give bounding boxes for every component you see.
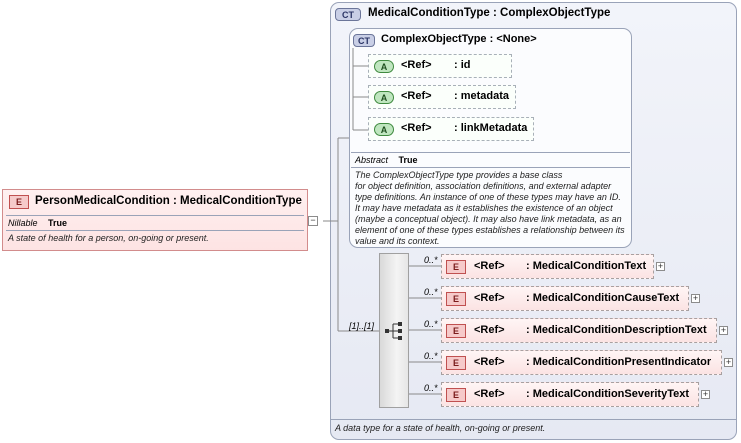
element-medical-condition-present-indicator[interactable]: E <Ref> : MedicalConditionPresentIndicat… [441,350,722,375]
element-name: : MedicalConditionSeverityText [526,388,689,400]
collapse-icon[interactable]: − [308,216,318,226]
element-ref: <Ref> [474,324,505,336]
element-occurrence: 0..* [424,351,438,361]
attribute-badge: A [374,60,394,73]
element-ref: <Ref> [474,260,505,272]
sequence-occurrence: [1]..[1] [349,321,375,331]
attribute-metadata[interactable]: A <Ref> : metadata [368,85,516,109]
expand-icon[interactable]: + [691,293,700,303]
element-badge: E [9,195,29,209]
root-divider [6,215,304,216]
element-badge: E [446,356,466,370]
root-element[interactable]: E PersonMedicalCondition : MedicalCondit… [2,189,308,251]
attribute-id[interactable]: A <Ref> : id [368,54,512,78]
base-type-divider [351,152,630,153]
element-name: : MedicalConditionDescriptionText [526,324,707,336]
element-occurrence: 0..* [424,255,438,265]
nillable-label: Nillable [8,218,38,228]
complex-type-divider [331,419,736,420]
element-badge: E [446,260,466,274]
nillable-property: Nillable True [8,218,67,228]
attribute-badge: A [374,123,394,136]
base-type-name: ComplexObjectType [381,33,487,45]
description-line: The ComplexObjectType type provides a ba… [355,170,563,180]
expand-icon[interactable]: + [719,325,728,335]
complex-type-title: MedicalConditionType : ComplexObjectType [368,7,610,19]
element-name: : MedicalConditionCauseText [526,292,680,304]
element-medical-condition-severity-text[interactable]: E <Ref> : MedicalConditionSeverityText [441,382,699,407]
nillable-value: True [48,218,68,228]
abstract-value: True [398,155,418,165]
root-element-title: PersonMedicalCondition : MedicalConditio… [35,195,302,207]
base-type-title: ComplexObjectType : <None> [381,33,537,45]
description-line: element of one of these types establishe… [355,225,625,235]
root-element-name: PersonMedicalCondition [35,195,170,207]
sequence-compositor[interactable] [379,253,409,408]
description-line: type definitions. An instance of one of … [355,192,621,202]
element-occurrence: 0..* [424,319,438,329]
element-medical-condition-text[interactable]: E <Ref> : MedicalConditionText [441,254,654,279]
base-type-description: The ComplexObjectType type provides a ba… [355,170,630,247]
attribute-ref: <Ref> [401,122,432,134]
base-type-divider [351,167,630,168]
complex-type-badge: CT [335,8,361,21]
element-ref: <Ref> [474,388,505,400]
attribute-name: : metadata [454,90,510,102]
complex-type-base: : ComplexObjectType [493,7,611,19]
attribute-ref: <Ref> [401,90,432,102]
attribute-name: : linkMetadata [454,122,528,134]
description-line: value and its context. [355,236,440,246]
element-name: : MedicalConditionPresentIndicator [526,356,712,368]
description-line: It may have metadata as it establishes t… [355,203,613,213]
complex-type-name: MedicalConditionType [368,7,490,19]
expand-icon[interactable]: + [701,389,710,399]
root-element-type: : MedicalConditionType [173,195,302,207]
attribute-badge: A [374,91,394,104]
complex-type-description: A data type for a state of health, on-go… [335,423,546,433]
element-occurrence: 0..* [424,287,438,297]
base-type-badge: CT [353,34,375,47]
attribute-name: : id [454,59,471,71]
element-badge: E [446,324,466,338]
element-medical-condition-description-text[interactable]: E <Ref> : MedicalConditionDescriptionTex… [441,318,717,343]
element-ref: <Ref> [474,292,505,304]
expand-icon[interactable]: + [656,261,665,271]
root-element-description: A state of health for a person, on-going… [8,233,209,243]
element-badge: E [446,388,466,402]
expand-icon[interactable]: + [724,357,733,367]
base-type-base: : <None> [489,33,537,45]
description-line: (maybe a conceptual object). It may also… [355,214,622,224]
element-ref: <Ref> [474,356,505,368]
attribute-linkmetadata[interactable]: A <Ref> : linkMetadata [368,117,534,141]
abstract-property: Abstract True [355,155,418,165]
sequence-icon [385,322,402,340]
description-line: for object definition, association defin… [355,181,612,191]
root-divider [6,230,304,231]
element-name: : MedicalConditionText [526,260,647,272]
element-occurrence: 0..* [424,383,438,393]
element-badge: E [446,292,466,306]
attribute-ref: <Ref> [401,59,432,71]
abstract-label: Abstract [355,155,389,165]
element-medical-condition-cause-text[interactable]: E <Ref> : MedicalConditionCauseText [441,286,689,311]
